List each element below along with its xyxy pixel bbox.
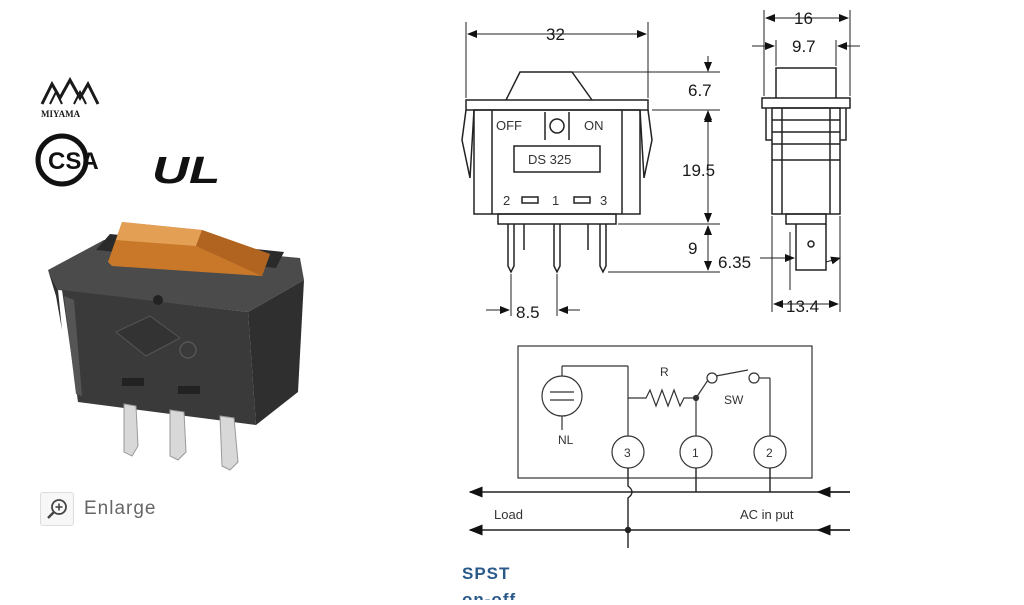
- ul-text: UL: [152, 148, 220, 191]
- drawings-panel: OFF ON DS 325 2 1 3 32 6.7 19.5 9 8.5: [440, 0, 1024, 600]
- csa-mark-icon: CSA: [35, 133, 99, 187]
- schematic-bus-lines: [468, 468, 850, 548]
- node-1-label: 1: [692, 446, 699, 460]
- dim-body-19-5: 19.5: [682, 161, 715, 180]
- enlarge-label: Enlarge: [84, 498, 157, 519]
- ac-input-label: AC in put: [740, 507, 794, 522]
- logo-text: MIYAMA: [41, 109, 81, 119]
- product-function: on-off: [462, 590, 517, 600]
- dim-width-32: 32: [546, 25, 565, 44]
- dim-side-width-16: 16: [794, 9, 813, 28]
- enlarge-button[interactable]: Enlarge: [40, 492, 157, 526]
- technical-drawing: OFF ON DS 325 2 1 3 32 6.7 19.5 9 8.5: [461, 9, 860, 548]
- terminal-3-label: 3: [600, 193, 607, 208]
- miyama-logo: MIYAMA: [40, 76, 100, 119]
- resistor-label: R: [660, 365, 669, 379]
- front-view: [461, 71, 653, 274]
- terminal-1-label: 1: [552, 193, 559, 208]
- dim-actuator-6-7: 6.7: [688, 81, 712, 100]
- dim-tab-6-35: 6.35: [718, 253, 751, 272]
- off-label: OFF: [496, 118, 522, 133]
- switch-label: SW: [724, 393, 744, 407]
- ul-mark-icon: UL: [152, 148, 220, 191]
- zoom-in-icon: [40, 492, 74, 526]
- dim-side-depth-13-4: 13.4: [786, 297, 819, 316]
- side-dimension-lines: [752, 10, 860, 312]
- lamp-label: NL: [558, 433, 574, 447]
- node-3-label: 3: [624, 446, 631, 460]
- dim-pitch-8-5: 8.5: [516, 303, 540, 322]
- on-label: ON: [584, 118, 604, 133]
- node-2-label: 2: [766, 446, 773, 460]
- model-window-label: DS 325: [528, 152, 571, 167]
- side-view: [761, 67, 851, 271]
- front-dimension-lines: [465, 22, 720, 316]
- terminal-2-label: 2: [503, 193, 510, 208]
- wiring-schematic: [517, 345, 813, 479]
- dim-side-inner-9-7: 9.7: [792, 37, 816, 56]
- load-label: Load: [494, 507, 523, 522]
- dim-pin-9: 9: [688, 239, 697, 258]
- rocker-switch-photo: [48, 222, 304, 471]
- csa-text: CSA: [48, 148, 99, 175]
- product-illustration: MIYAMA CSA UL: [35, 76, 304, 471]
- product-type: SPST: [462, 564, 511, 583]
- product-panel: MIYAMA CSA UL: [0, 0, 440, 600]
